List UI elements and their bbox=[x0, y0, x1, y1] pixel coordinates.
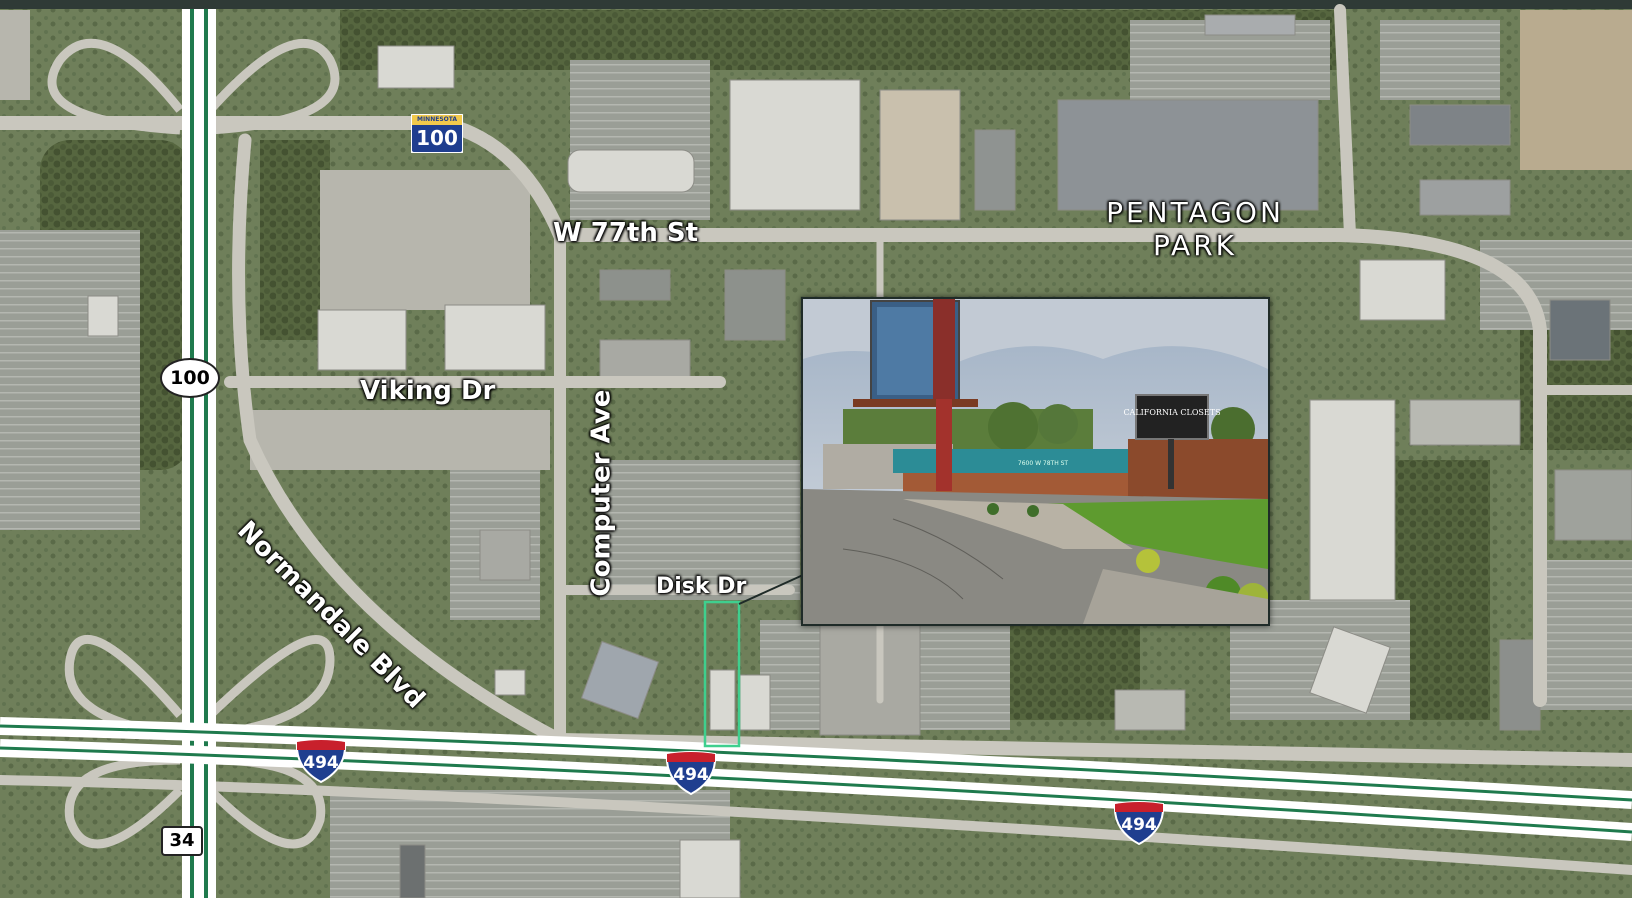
i-494-shield-3-number: 494 bbox=[1121, 815, 1157, 835]
pavement bbox=[0, 10, 1632, 470]
hwy-34-shield: 34 bbox=[161, 826, 203, 856]
parking-lots bbox=[0, 20, 1632, 898]
photo-address-text: 7600 W 78TH ST bbox=[1018, 460, 1069, 467]
hwy-100-shield: 100 bbox=[160, 358, 220, 398]
district-label-line-2: PARK bbox=[1152, 229, 1238, 262]
hwy-34-shield-number: 34 bbox=[169, 830, 195, 851]
property-photo-inset: CALIFORNIA CLOSETS 7600 W 78TH ST bbox=[801, 297, 1270, 626]
mn-100-shield-number: 100 bbox=[416, 126, 458, 150]
i-494-shield-2: 494 bbox=[663, 750, 719, 796]
photo-sign-text: CALIFORNIA CLOSETS bbox=[1123, 408, 1220, 417]
mn-100-shield: MINNESOTA 100 bbox=[411, 114, 463, 153]
mn-100-shield-state: MINNESOTA bbox=[416, 116, 458, 123]
top-bar bbox=[0, 0, 1632, 9]
district-label-line-1: PENTAGON bbox=[1106, 196, 1284, 229]
i-494-shield-1-number: 494 bbox=[303, 753, 339, 773]
i-494-shield-3: 494 bbox=[1111, 800, 1167, 846]
street-label-w-77th-st: W 77th St bbox=[553, 218, 699, 248]
subject-parcel-outline bbox=[703, 600, 741, 748]
street-label-computer-ave: Computer Ave bbox=[586, 389, 617, 597]
i-494-shield-1: 494 bbox=[293, 738, 349, 784]
normandale-blvd-road bbox=[232, 133, 567, 747]
i-494-shield-2-number: 494 bbox=[673, 765, 709, 785]
hwy-100-shield-number: 100 bbox=[170, 367, 210, 389]
callout-leader bbox=[738, 574, 804, 605]
buildings bbox=[87, 14, 1632, 898]
street-label-disk-dr: Disk Dr bbox=[656, 574, 747, 599]
highways bbox=[0, 9, 1632, 898]
street-label-viking-dr: Viking Dr bbox=[360, 376, 496, 406]
property-photo: CALIFORNIA CLOSETS 7600 W 78TH ST bbox=[803, 299, 1268, 624]
w-77th-st-road bbox=[0, 116, 1547, 707]
district-label: PENTAGON PARK bbox=[1085, 196, 1305, 262]
